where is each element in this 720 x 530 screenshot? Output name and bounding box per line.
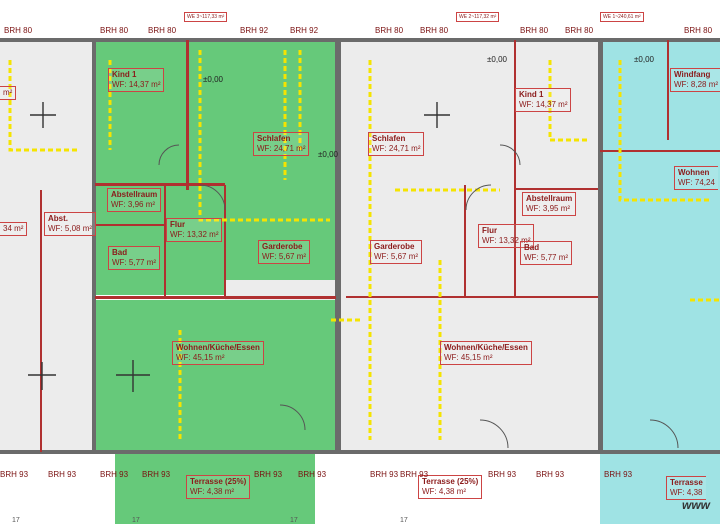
abstell-left-zone	[95, 185, 165, 225]
room-label-flur-middle: Flur WF: 13,32 m²	[478, 224, 535, 248]
interior-wall	[40, 190, 42, 452]
room-label-terrasse-middle: Terrasse (25%) WF: 4,38 m²	[418, 475, 483, 499]
room-label-bad-left: Bad WF: 5,77 m²	[108, 246, 161, 270]
brh-top-label: BRH 80	[565, 26, 594, 35]
room-label-garderobe-left: Garderobe WF: 5,67 m²	[258, 240, 311, 264]
room-label-abstellraum-middle: Abstellraum WF: 3,95 m²	[522, 192, 577, 216]
brh-top-label: BRH 80	[100, 26, 129, 35]
room-label-partial-area: 34 m²	[0, 222, 28, 236]
unit-tag: WE 1~240,61 m²	[600, 12, 644, 22]
brh-bottom-label: BRH 93	[604, 470, 633, 479]
brh-bottom-label: BRH 93	[370, 470, 399, 479]
party-wall-1	[92, 38, 96, 454]
room-label-schlafen-middle: Schlafen WF: 24,71 m²	[368, 132, 425, 156]
brh-bottom-label: BRH 93	[100, 470, 129, 479]
room-label-schlafen-left: Schlafen WF: 24,71 m²	[253, 132, 310, 156]
interior-wall	[464, 185, 466, 297]
interior-wall	[514, 40, 516, 296]
room-label-garderobe-middle: Garderobe WF: 5,67 m²	[370, 240, 423, 264]
room-label-wohnen-left: Wohnen/Küche/Essen WF: 45,15 m²	[172, 341, 264, 365]
brh-bottom-label: BRH 93	[298, 470, 327, 479]
interior-wall	[667, 40, 669, 140]
dimension-label: 17	[132, 517, 140, 524]
brh-top-label: BRH 92	[240, 26, 269, 35]
brh-bottom-label: BRH 93	[48, 470, 77, 479]
corridor-strip-left	[225, 280, 336, 300]
room-label-flur-left: Flur WF: 13,32 m²	[166, 218, 223, 242]
room-label-kind1-left: Kind 1 WF: 14,37 m²	[108, 68, 165, 92]
dimension-label: 17	[12, 517, 20, 524]
interior-wall	[95, 296, 336, 299]
dimension-label: 17	[290, 517, 298, 524]
terrasse-right-zone	[600, 452, 720, 524]
room-label-kind1-middle: Kind 1 WF: 14,37 m²	[515, 88, 572, 112]
brh-top-label: BRH 80	[684, 26, 713, 35]
interior-wall	[95, 224, 165, 226]
room-label-partial-top: m²	[0, 86, 17, 100]
top-wall	[0, 38, 720, 42]
level-marker: ±0,00	[318, 150, 338, 159]
garderobe-left-zone	[225, 230, 336, 280]
left-partial-zone	[0, 40, 95, 452]
level-marker: ±0,00	[203, 75, 223, 84]
party-wall-2	[335, 38, 341, 454]
room-label-wohnen-middle: Wohnen/Küche/Essen WF: 45,15 m²	[440, 341, 532, 365]
room-label-abstellraum-left: Abstellraum WF: 3,96 m²	[107, 188, 162, 212]
room-label-windfang: Windfang WF: 8,28 m²	[670, 68, 720, 92]
watermark: www	[682, 498, 711, 512]
room-label-abst-left: Abst. WF: 5,08 m²	[44, 212, 97, 236]
wohnen-left-zone	[95, 300, 336, 452]
brh-top-label: BRH 80	[420, 26, 449, 35]
brh-top-label: BRH 80	[375, 26, 404, 35]
room-label-terrasse-right: Terrasse WF: 4,38	[666, 476, 706, 500]
bad-left-zone	[95, 225, 165, 295]
terrasse-left-zone	[115, 452, 315, 524]
unit-tag: WE 3~117,33 m²	[184, 12, 228, 22]
flur-left-zone	[165, 185, 225, 295]
brh-top-label: BRH 80	[4, 26, 33, 35]
interior-wall	[164, 185, 166, 297]
room-label-terrasse-left: Terrasse (25%) WF: 4,38 m²	[186, 475, 251, 499]
room-label-bad-middle: Bad WF: 5,77 m²	[520, 241, 573, 265]
brh-bottom-label: BRH 93	[0, 470, 29, 479]
brh-bottom-label: BRH 93	[254, 470, 283, 479]
room-label-wohnen-right: Wohnen WF: 74,24	[674, 166, 718, 190]
interior-wall	[95, 183, 225, 186]
interior-wall	[600, 150, 720, 152]
interior-wall	[186, 40, 189, 190]
brh-top-label: BRH 80	[148, 26, 177, 35]
unit-tag: WE 2~117,32 m²	[456, 12, 500, 22]
brh-bottom-label: BRH 93	[536, 470, 565, 479]
party-wall-3	[598, 38, 603, 454]
level-marker: ±0,00	[487, 55, 507, 64]
level-marker: ±0,00	[634, 55, 654, 64]
brh-bottom-label: BRH 93	[400, 470, 429, 479]
brh-top-label: BRH 92	[290, 26, 319, 35]
brh-bottom-label: BRH 93	[142, 470, 171, 479]
brh-top-label: BRH 80	[520, 26, 549, 35]
dimension-label: 17	[400, 517, 408, 524]
interior-wall	[224, 185, 226, 297]
bottom-wall	[0, 450, 720, 454]
interior-wall	[346, 296, 598, 298]
middle-unit-zone	[336, 40, 600, 452]
interior-wall	[514, 188, 598, 190]
brh-bottom-label: BRH 93	[488, 470, 517, 479]
